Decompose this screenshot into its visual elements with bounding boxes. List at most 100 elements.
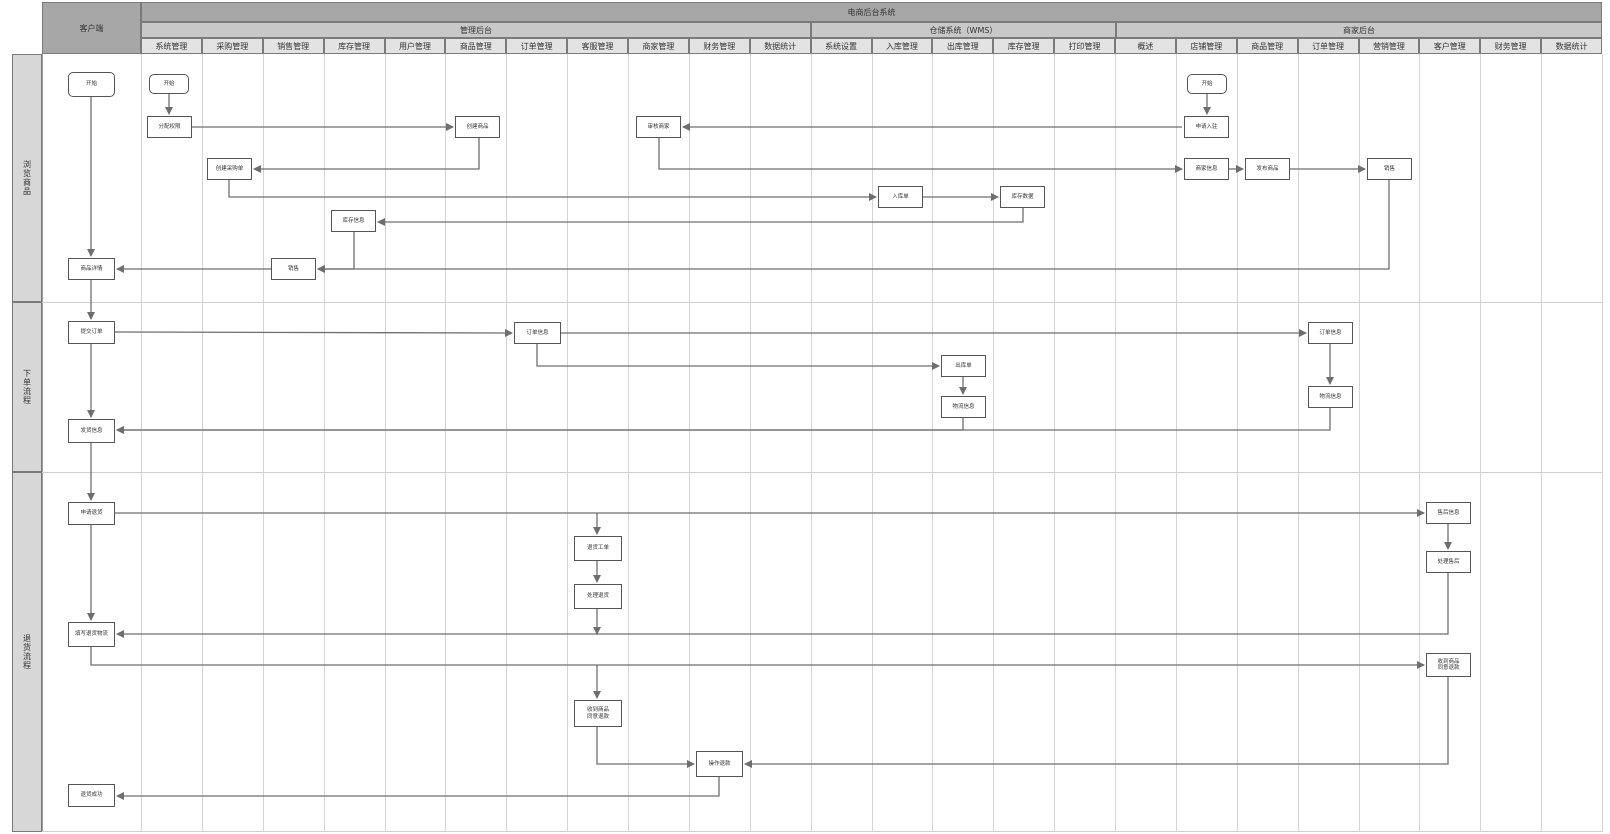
connector-arrow — [377, 208, 1024, 226]
column-header: 出库管理 — [932, 38, 994, 54]
connector-arrow — [114, 328, 513, 337]
lane-divider-bottom — [42, 831, 1602, 832]
submit-order-node: 提交订单 — [68, 321, 115, 344]
column-grid-line — [1237, 54, 1238, 832]
inbound-order-node: 入库单 — [878, 186, 923, 208]
column-grid-line — [750, 54, 751, 832]
column-grid-line — [1298, 54, 1299, 832]
connector-arrow — [116, 777, 720, 800]
column-header: 财务管理 — [1480, 38, 1542, 54]
create-po-node: 创建采购单 — [207, 158, 252, 180]
column-header: 财务管理 — [688, 38, 750, 54]
operate-refund-node: 操作退款 — [696, 751, 743, 777]
merchant-received-refund-node: 收到商品 同意退款 — [1426, 653, 1471, 677]
column-header: 店铺管理 — [1175, 38, 1237, 54]
column-header: 用户管理 — [384, 38, 446, 54]
connector-arrow — [228, 180, 877, 201]
column-grid-line — [567, 54, 568, 832]
column-header: 商家管理 — [628, 38, 689, 54]
column-grid-line — [1115, 54, 1116, 832]
column-header: 商品管理 — [1236, 38, 1298, 54]
connector-arrow — [253, 138, 480, 173]
start-admin-node: 开始 — [149, 74, 189, 94]
connector-arrow — [317, 180, 1390, 273]
client-grid-line — [42, 54, 43, 832]
column-header: 采购管理 — [201, 38, 263, 54]
column-header: 入库管理 — [871, 38, 933, 54]
lane-divider-1 — [42, 302, 1602, 303]
fill-return-logistics-node: 填写退货物流 — [68, 622, 115, 647]
column-grid-line — [445, 54, 446, 832]
start-merchant-node: 开始 — [1187, 74, 1227, 94]
column-header: 销售管理 — [262, 38, 324, 54]
lane-divider-2 — [42, 472, 1602, 473]
column-header: 订单管理 — [506, 38, 568, 54]
admin-order-info-node: 订单信息 — [514, 322, 561, 344]
column-header: 订单管理 — [1297, 38, 1359, 54]
column-grid-line — [872, 54, 873, 832]
return-success-node: 退货成功 — [68, 784, 115, 807]
column-grid-line — [1419, 54, 1420, 832]
column-header: 营销管理 — [1358, 38, 1420, 54]
column-header: 库存管理 — [323, 38, 385, 54]
group-merchant: 商家后台 — [1116, 22, 1602, 38]
wms-logistics-node: 物流信息 — [941, 396, 986, 418]
lane-browse-label: 浏览商品 — [12, 54, 42, 302]
column-grid-line — [1480, 54, 1481, 832]
column-grid-line — [263, 54, 264, 832]
system-title: 电商后台系统 — [141, 2, 1602, 22]
connector-arrow — [658, 138, 1183, 173]
column-grid-line — [202, 54, 203, 832]
apply-return-node: 申请退货 — [68, 502, 115, 525]
admin-sales-node: 销售 — [271, 258, 316, 280]
review-merchant-node: 审核商家 — [636, 116, 681, 138]
connector-arrow — [744, 677, 1449, 768]
column-grid-line — [141, 54, 142, 832]
handle-aftersale-node: 处理售后 — [1426, 551, 1471, 573]
start-client-node: 开始 — [68, 72, 115, 97]
column-grid-line — [1541, 54, 1542, 832]
column-header: 客户管理 — [1419, 38, 1481, 54]
group-wms: 仓储系统（WMS） — [811, 22, 1116, 38]
group-admin: 管理后台 — [141, 22, 811, 38]
stock-data-node: 库存数据 — [1000, 186, 1045, 208]
connector-arrow — [536, 344, 940, 370]
connector-arrow — [116, 573, 1449, 638]
column-grid-line — [1176, 54, 1177, 832]
column-grid-line — [506, 54, 507, 832]
column-grid-line — [1602, 54, 1603, 832]
apply-join-node: 申请入驻 — [1184, 116, 1229, 138]
column-header: 商品管理 — [445, 38, 507, 54]
merchant-info-node: 商家信息 — [1184, 158, 1229, 180]
admin-received-refund-node: 收到商品 同意退款 — [574, 700, 622, 727]
column-header: 打印管理 — [1054, 38, 1115, 54]
connector-arrow — [90, 647, 1425, 669]
column-header: 数据统计 — [749, 38, 811, 54]
column-grid-line — [324, 54, 325, 832]
column-header: 客服管理 — [567, 38, 628, 54]
column-header: 概述 — [1115, 38, 1176, 54]
connector-arrow — [116, 418, 964, 434]
goods-detail-node: 商品详情 — [68, 258, 115, 280]
column-grid-line — [1359, 54, 1360, 832]
column-grid-line — [811, 54, 812, 832]
connector-arrow — [317, 232, 355, 273]
connector-arrow — [116, 408, 1331, 434]
column-grid-line — [689, 54, 690, 832]
ship-info-node: 发货信息 — [68, 419, 115, 443]
column-header: 数据统计 — [1541, 38, 1602, 54]
create-goods-node: 创建商品 — [455, 116, 500, 138]
lane-return-label: 退货流程 — [12, 472, 42, 832]
aftersale-info-node: 售后信息 — [1426, 502, 1471, 524]
stock-info-node: 库存信息 — [331, 210, 376, 232]
column-grid-line — [628, 54, 629, 832]
column-grid-line — [1054, 54, 1055, 832]
assign-permission-node: 分配权限 — [147, 116, 192, 138]
column-header: 库存管理 — [993, 38, 1055, 54]
column-header: 系统管理 — [141, 38, 202, 54]
merchant-sales-node: 销售 — [1367, 158, 1412, 180]
merchant-order-info-node: 订单信息 — [1308, 322, 1353, 344]
column-grid-line — [993, 54, 994, 832]
merchant-logistics-node: 物流信息 — [1308, 386, 1353, 408]
